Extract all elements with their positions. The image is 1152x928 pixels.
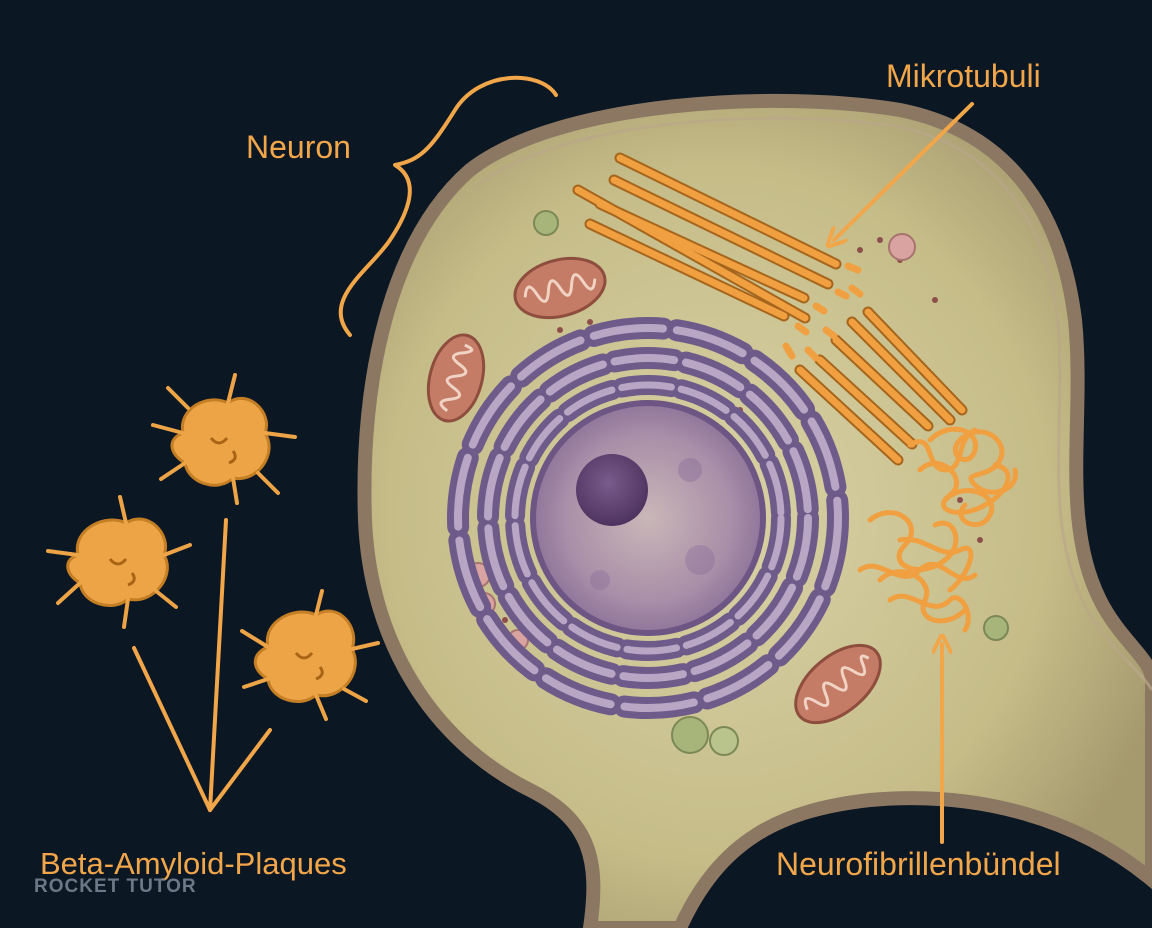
microtubules-label: Mikrotubuli (886, 58, 1041, 94)
watermark-logo: ROCKET TUTOR (34, 876, 197, 897)
microtubule (616, 154, 840, 268)
mitochondrion (426, 333, 486, 423)
plaque-pointer (208, 728, 272, 812)
amyloid-plaques (46, 373, 380, 721)
microtubule-fragments (782, 262, 864, 362)
amyloid-plaques-label: Beta-Amyloid-Plaques (40, 846, 347, 881)
neuron-label: Neuron (246, 129, 351, 165)
endoplasmic-reticulum (447, 317, 849, 719)
vesicle (983, 615, 1009, 641)
vesicle (533, 210, 559, 236)
microtubule (848, 318, 954, 424)
plaque-pointer (208, 518, 228, 812)
vesicle (709, 726, 739, 756)
plaque-pointer (132, 646, 212, 812)
amyloid-plaque (46, 495, 192, 629)
mitochondrion (513, 256, 607, 320)
neuron-brace (338, 75, 558, 337)
annotation-lines (132, 75, 974, 844)
microtubule (816, 356, 916, 448)
microtubule (796, 366, 902, 464)
vesicle (888, 233, 916, 261)
nucleolus (576, 454, 648, 526)
vesicle (671, 716, 709, 754)
nucleus (530, 400, 766, 636)
neurofibrillary-tangles (857, 426, 1018, 633)
amyloid-plaque (240, 589, 380, 721)
microtubule (574, 186, 809, 322)
microtubule (586, 220, 788, 320)
microtubule (610, 176, 832, 288)
vesicles (465, 210, 1009, 756)
cell-membrane-inner-edge (477, 116, 1152, 691)
microtubules-arrow (834, 102, 974, 240)
microtubules-highlight (574, 154, 966, 464)
amyloid-plaque (151, 373, 297, 505)
microtubule (832, 336, 932, 430)
neurofibrillary-tangles-label: Neurofibrillenbündel (776, 846, 1061, 882)
mitochondria (426, 256, 882, 725)
mitochondrion (794, 643, 882, 725)
microtubule (864, 308, 966, 414)
